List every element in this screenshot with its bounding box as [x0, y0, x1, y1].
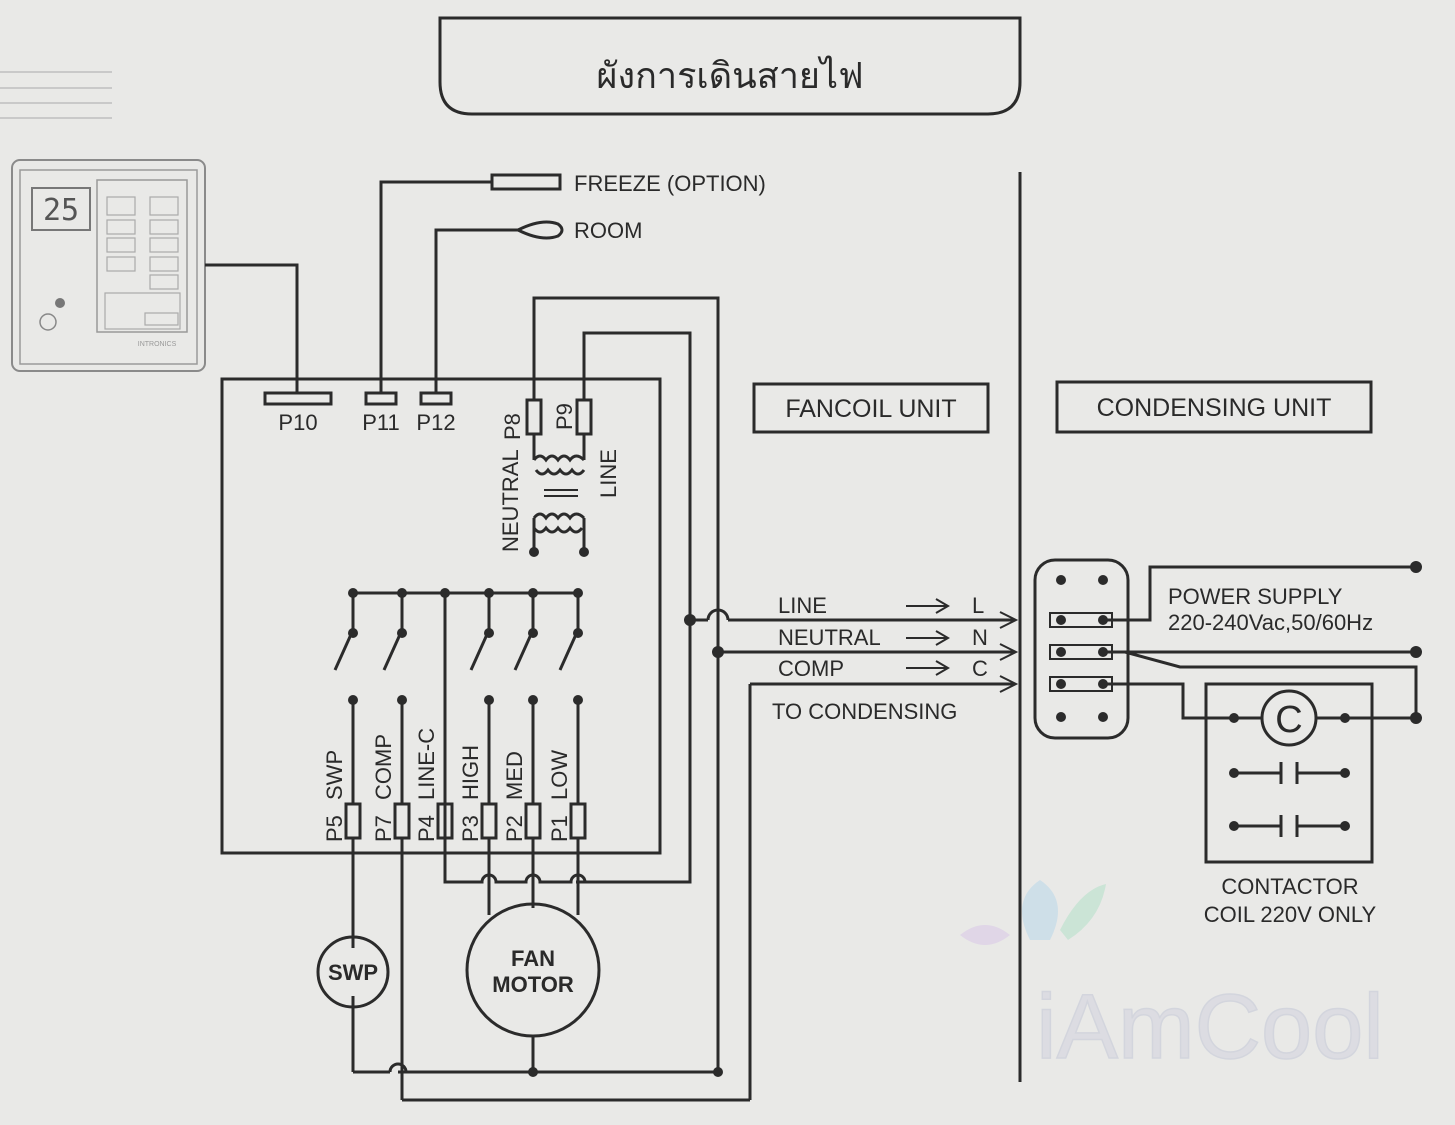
fancoil-unit-box: FANCOIL UNIT [752, 382, 990, 434]
contactor-label-2: COIL 220V ONLY [1204, 902, 1377, 927]
terminal-c-label: C [972, 656, 988, 681]
port-p5-label: P5 [322, 815, 347, 842]
wire-neutral-label: NEUTRAL [778, 625, 881, 650]
port-p3-label: P3 [458, 815, 483, 842]
contactor: C CONTACTOR COIL 220V ONLY [1204, 682, 1377, 927]
swing-motor: SWP [316, 935, 390, 1009]
power-supply-line2: 220-240Vac,50/60Hz [1168, 610, 1373, 635]
control-board [220, 377, 662, 855]
terminal-block [1033, 558, 1130, 740]
port-p10-label: P10 [278, 410, 317, 435]
condensing-unit-box: CONDENSING UNIT [1055, 380, 1373, 434]
to-condensing-label: TO CONDENSING [772, 699, 957, 724]
wire-line-label: LINE [778, 593, 827, 618]
contactor-coil-symbol: C [1275, 699, 1302, 741]
output-wire-labels: LINE NEUTRAL COMP L N C TO CONDENSING [772, 593, 988, 724]
wire-comp-label: COMP [778, 656, 844, 681]
title-banner: ผังการเดินสายไฟ [438, 16, 1022, 116]
swing-motor-label: SWP [328, 960, 378, 985]
controller-brand: INTRONICS [138, 341, 177, 348]
room-sensor-label: ROOM [574, 218, 642, 243]
controller-display: 25 [43, 193, 79, 228]
port-p2-label: P2 [502, 815, 527, 842]
freeze-sensor-label: FREEZE (OPTION) [574, 171, 766, 196]
fan-motor: FAN MOTOR [465, 902, 601, 1038]
wall-controller: 25 INTRONICS [11, 159, 206, 372]
port-p7-name: COMP [371, 734, 396, 800]
transformer-neutral-label: NEUTRAL [498, 449, 523, 552]
freeze-sensor: FREEZE (OPTION) [490, 171, 766, 196]
port-p1-name: LOW [547, 750, 572, 800]
terminal-l-label: L [972, 593, 984, 618]
bottom-ports: P5 SWP P7 COMP P4 LINE-C P3 HIGH P2 MED … [322, 728, 587, 842]
page-title: ผังการเดินสายไฟ [596, 55, 863, 97]
port-p10: P10 [263, 391, 333, 435]
condensing-unit-label: CONDENSING UNIT [1097, 394, 1332, 422]
transformer-line-label: LINE [596, 449, 621, 498]
terminal-n-label: N [972, 625, 988, 650]
port-p4-name: LINE-C [414, 728, 439, 800]
room-sensor: ROOM [514, 218, 642, 243]
watermark: iAmCool [960, 880, 1385, 1079]
port-p11: P11 [362, 391, 400, 435]
contactor-label-1: CONTACTOR [1221, 874, 1358, 899]
port-p5-name: SWP [322, 750, 347, 800]
fancoil-unit-label: FANCOIL UNIT [785, 395, 956, 423]
watermark-text: iAmCool [1036, 976, 1384, 1078]
decor-lines [0, 71, 112, 119]
transformer-p9-label: P9 [552, 403, 577, 430]
port-p4-label: P4 [414, 815, 439, 842]
port-p1-label: P1 [547, 815, 572, 842]
transformer: P8 P9 NEUTRAL LINE [398, 296, 720, 1074]
port-p7-label: P7 [371, 815, 396, 842]
port-p11-label: P11 [362, 410, 400, 435]
port-p12-label: P12 [416, 410, 455, 435]
power-supply-line1: POWER SUPPLY [1168, 584, 1343, 609]
fan-motor-label-1: FAN [511, 946, 555, 971]
fan-motor-label-2: MOTOR [492, 972, 574, 997]
relay-block [333, 588, 583, 878]
port-p2-name: MED [502, 751, 527, 800]
power-supply-label: POWER SUPPLY 220-240Vac,50/60Hz [1168, 584, 1373, 635]
port-p12: P12 [416, 391, 456, 435]
transformer-p8-label: P8 [500, 413, 525, 440]
port-p3-name: HIGH [458, 745, 483, 800]
